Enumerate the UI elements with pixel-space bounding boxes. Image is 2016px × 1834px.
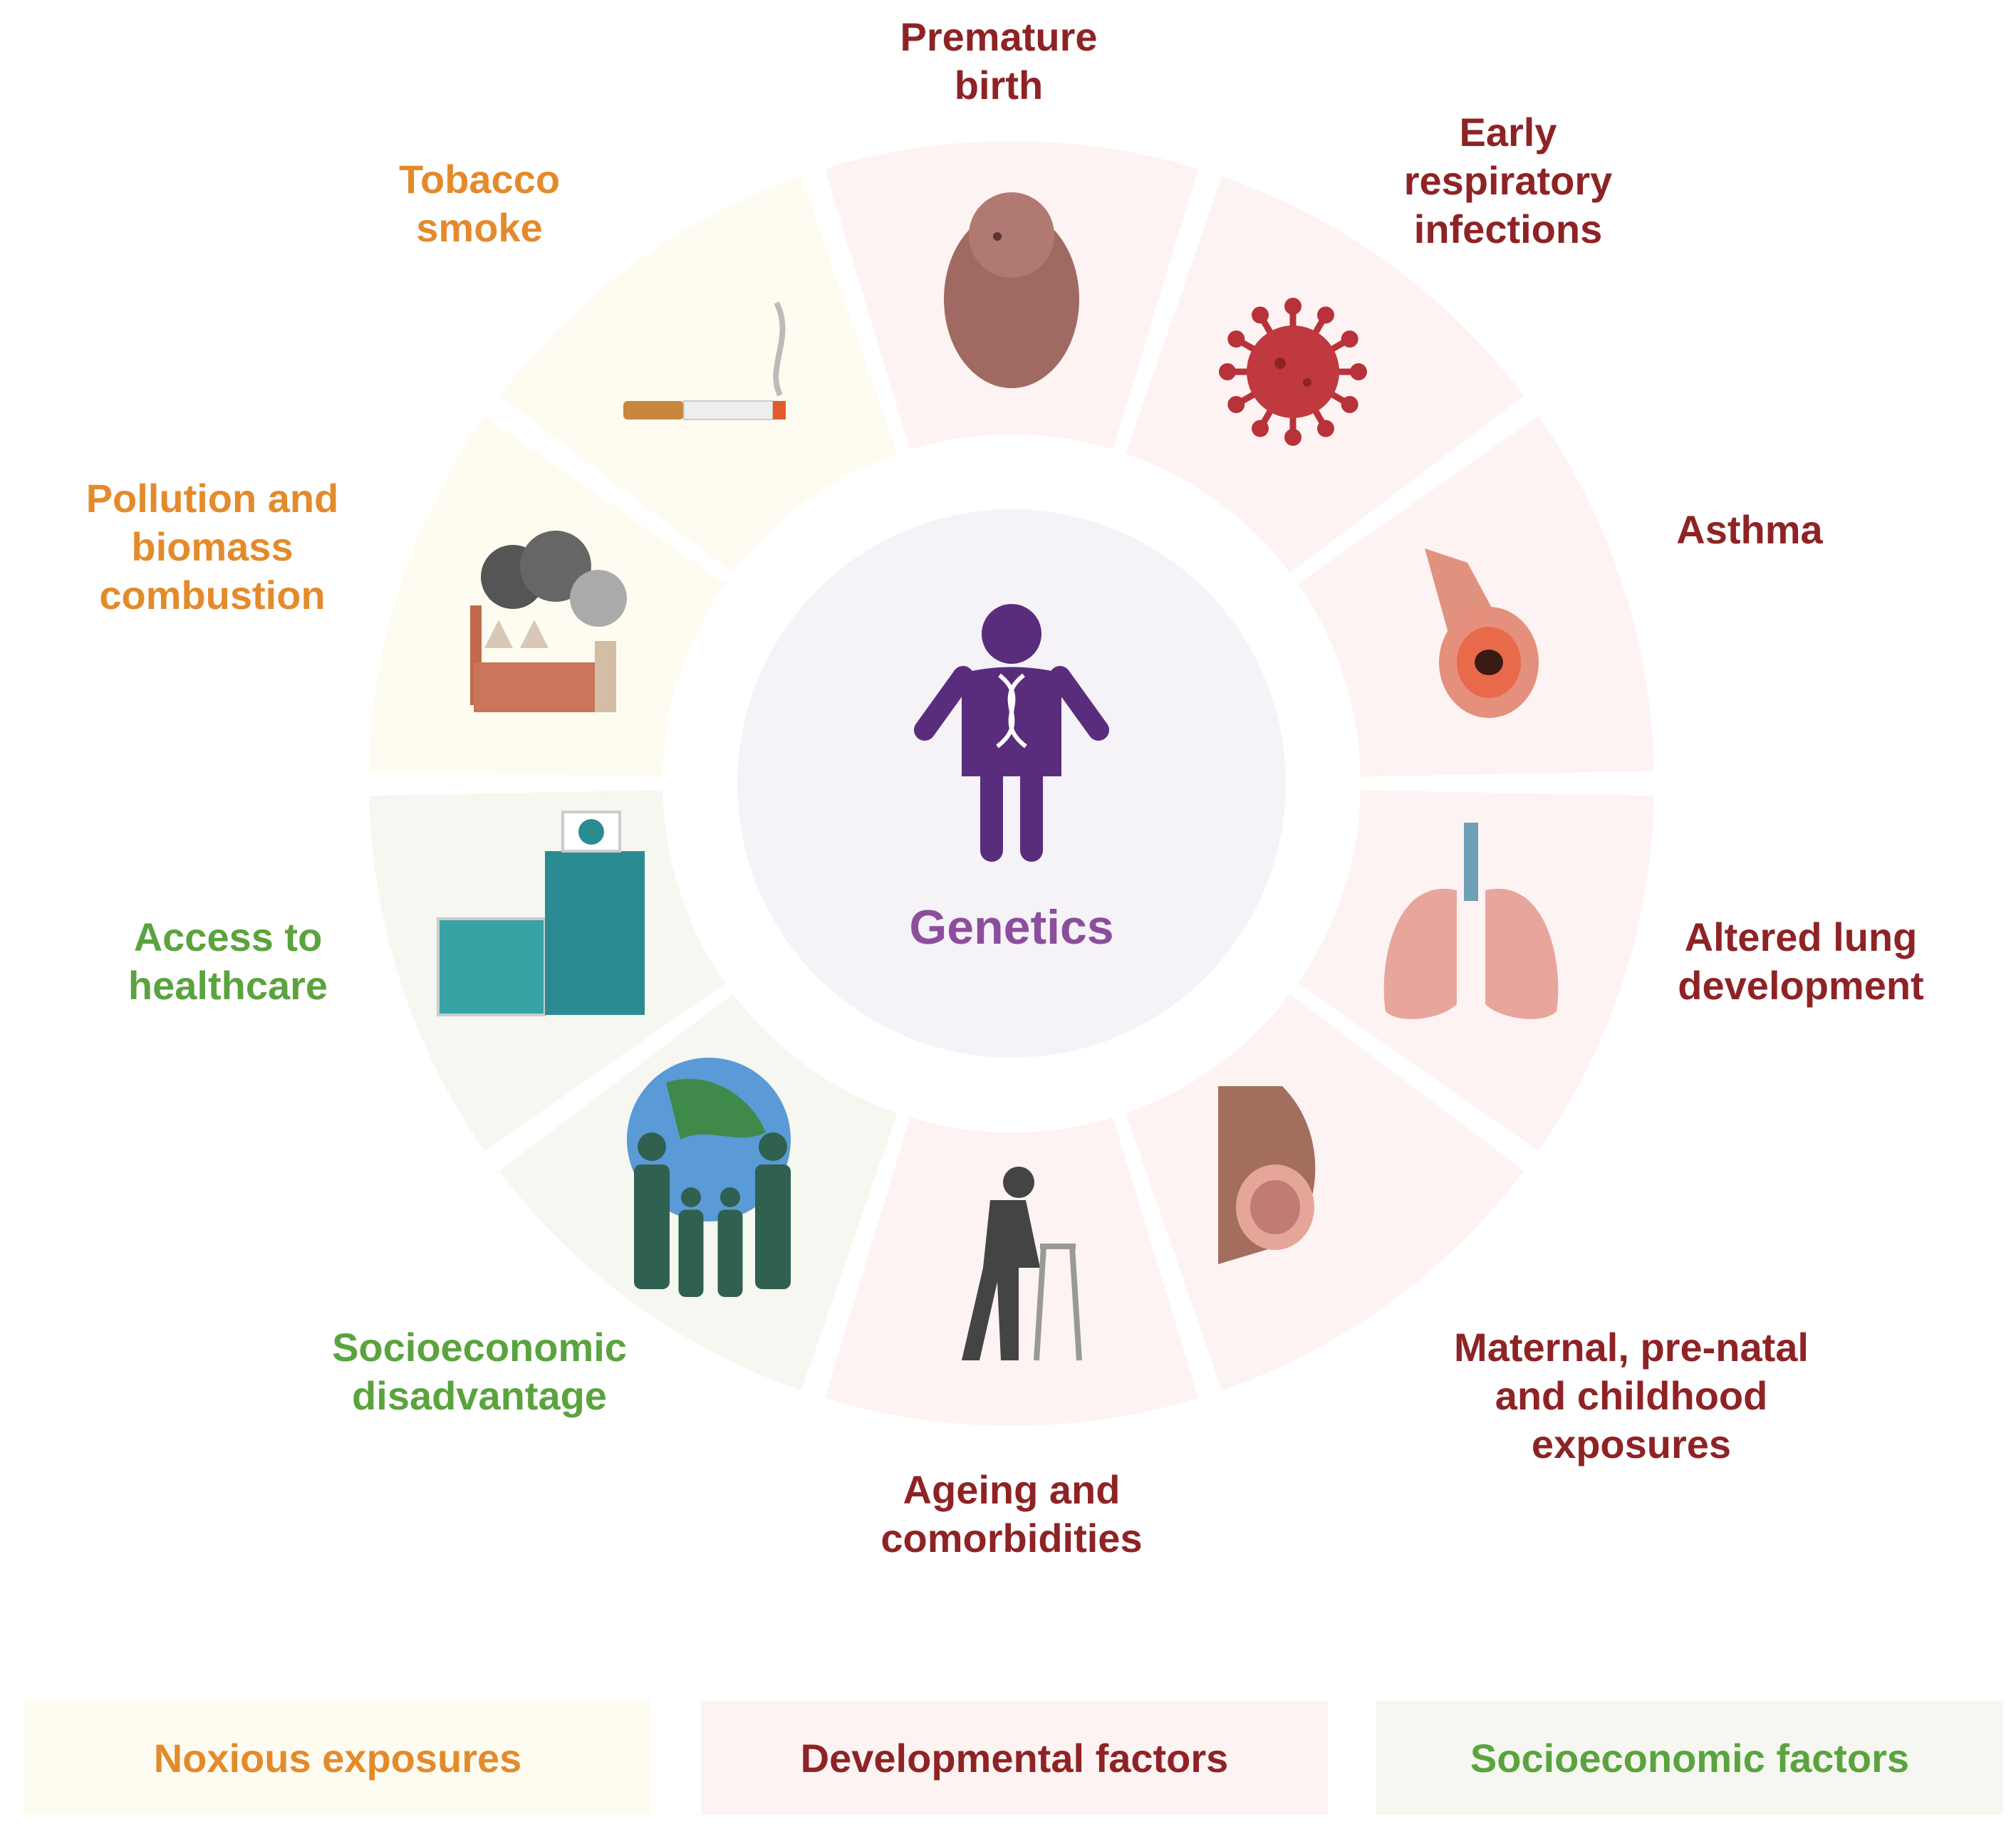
genetics-label: Genetics — [909, 900, 1114, 954]
segment-tobacco-smoke — [499, 176, 898, 573]
label-asthma: Asthma — [1676, 507, 1823, 552]
fetus-icon — [944, 192, 1079, 388]
label-premature-birth: Premature birth — [900, 14, 1098, 108]
label-socioeconomic-disadvantage: Socioeconomic disadvantage — [332, 1325, 627, 1418]
hospital-icon — [437, 811, 645, 1016]
legend-noxious-exposures: Noxious exposures — [24, 1701, 651, 1815]
airway-icon — [1425, 548, 1539, 718]
genetics-circle — [737, 509, 1286, 1058]
label-early-respiratory-infections: Early respiratory infections — [1403, 110, 1613, 251]
label-ageing-comorbidities: Ageing and comorbidities — [880, 1467, 1143, 1561]
segment-altered-lung-development — [1297, 790, 1654, 1152]
legend-socioeconomic-factors: Socioeconomic factors — [1376, 1701, 2003, 1815]
factory-icon — [470, 531, 627, 712]
virus-icon — [1219, 298, 1367, 446]
label-access-to-healthcare: Access to healthcare — [128, 915, 328, 1008]
elderly-walker-icon — [962, 1167, 1082, 1361]
person-dna-icon — [914, 604, 1109, 862]
label-pollution-biomass: Pollution and biomass combustion — [85, 476, 339, 618]
family-globe-icon — [627, 1058, 791, 1297]
label-maternal-exposures: Maternal, pre-natal and childhood exposu… — [1454, 1325, 1809, 1466]
label-tobacco-smoke: Tobacco smoke — [398, 157, 561, 250]
lungs-icon — [1383, 823, 1559, 1019]
legend-developmental-factors: Developmental factors — [701, 1701, 1328, 1815]
label-altered-lung-development: Altered lung development — [1678, 915, 1924, 1008]
cigarette-icon — [623, 301, 786, 420]
pregnancy-icon — [1218, 1086, 1316, 1264]
